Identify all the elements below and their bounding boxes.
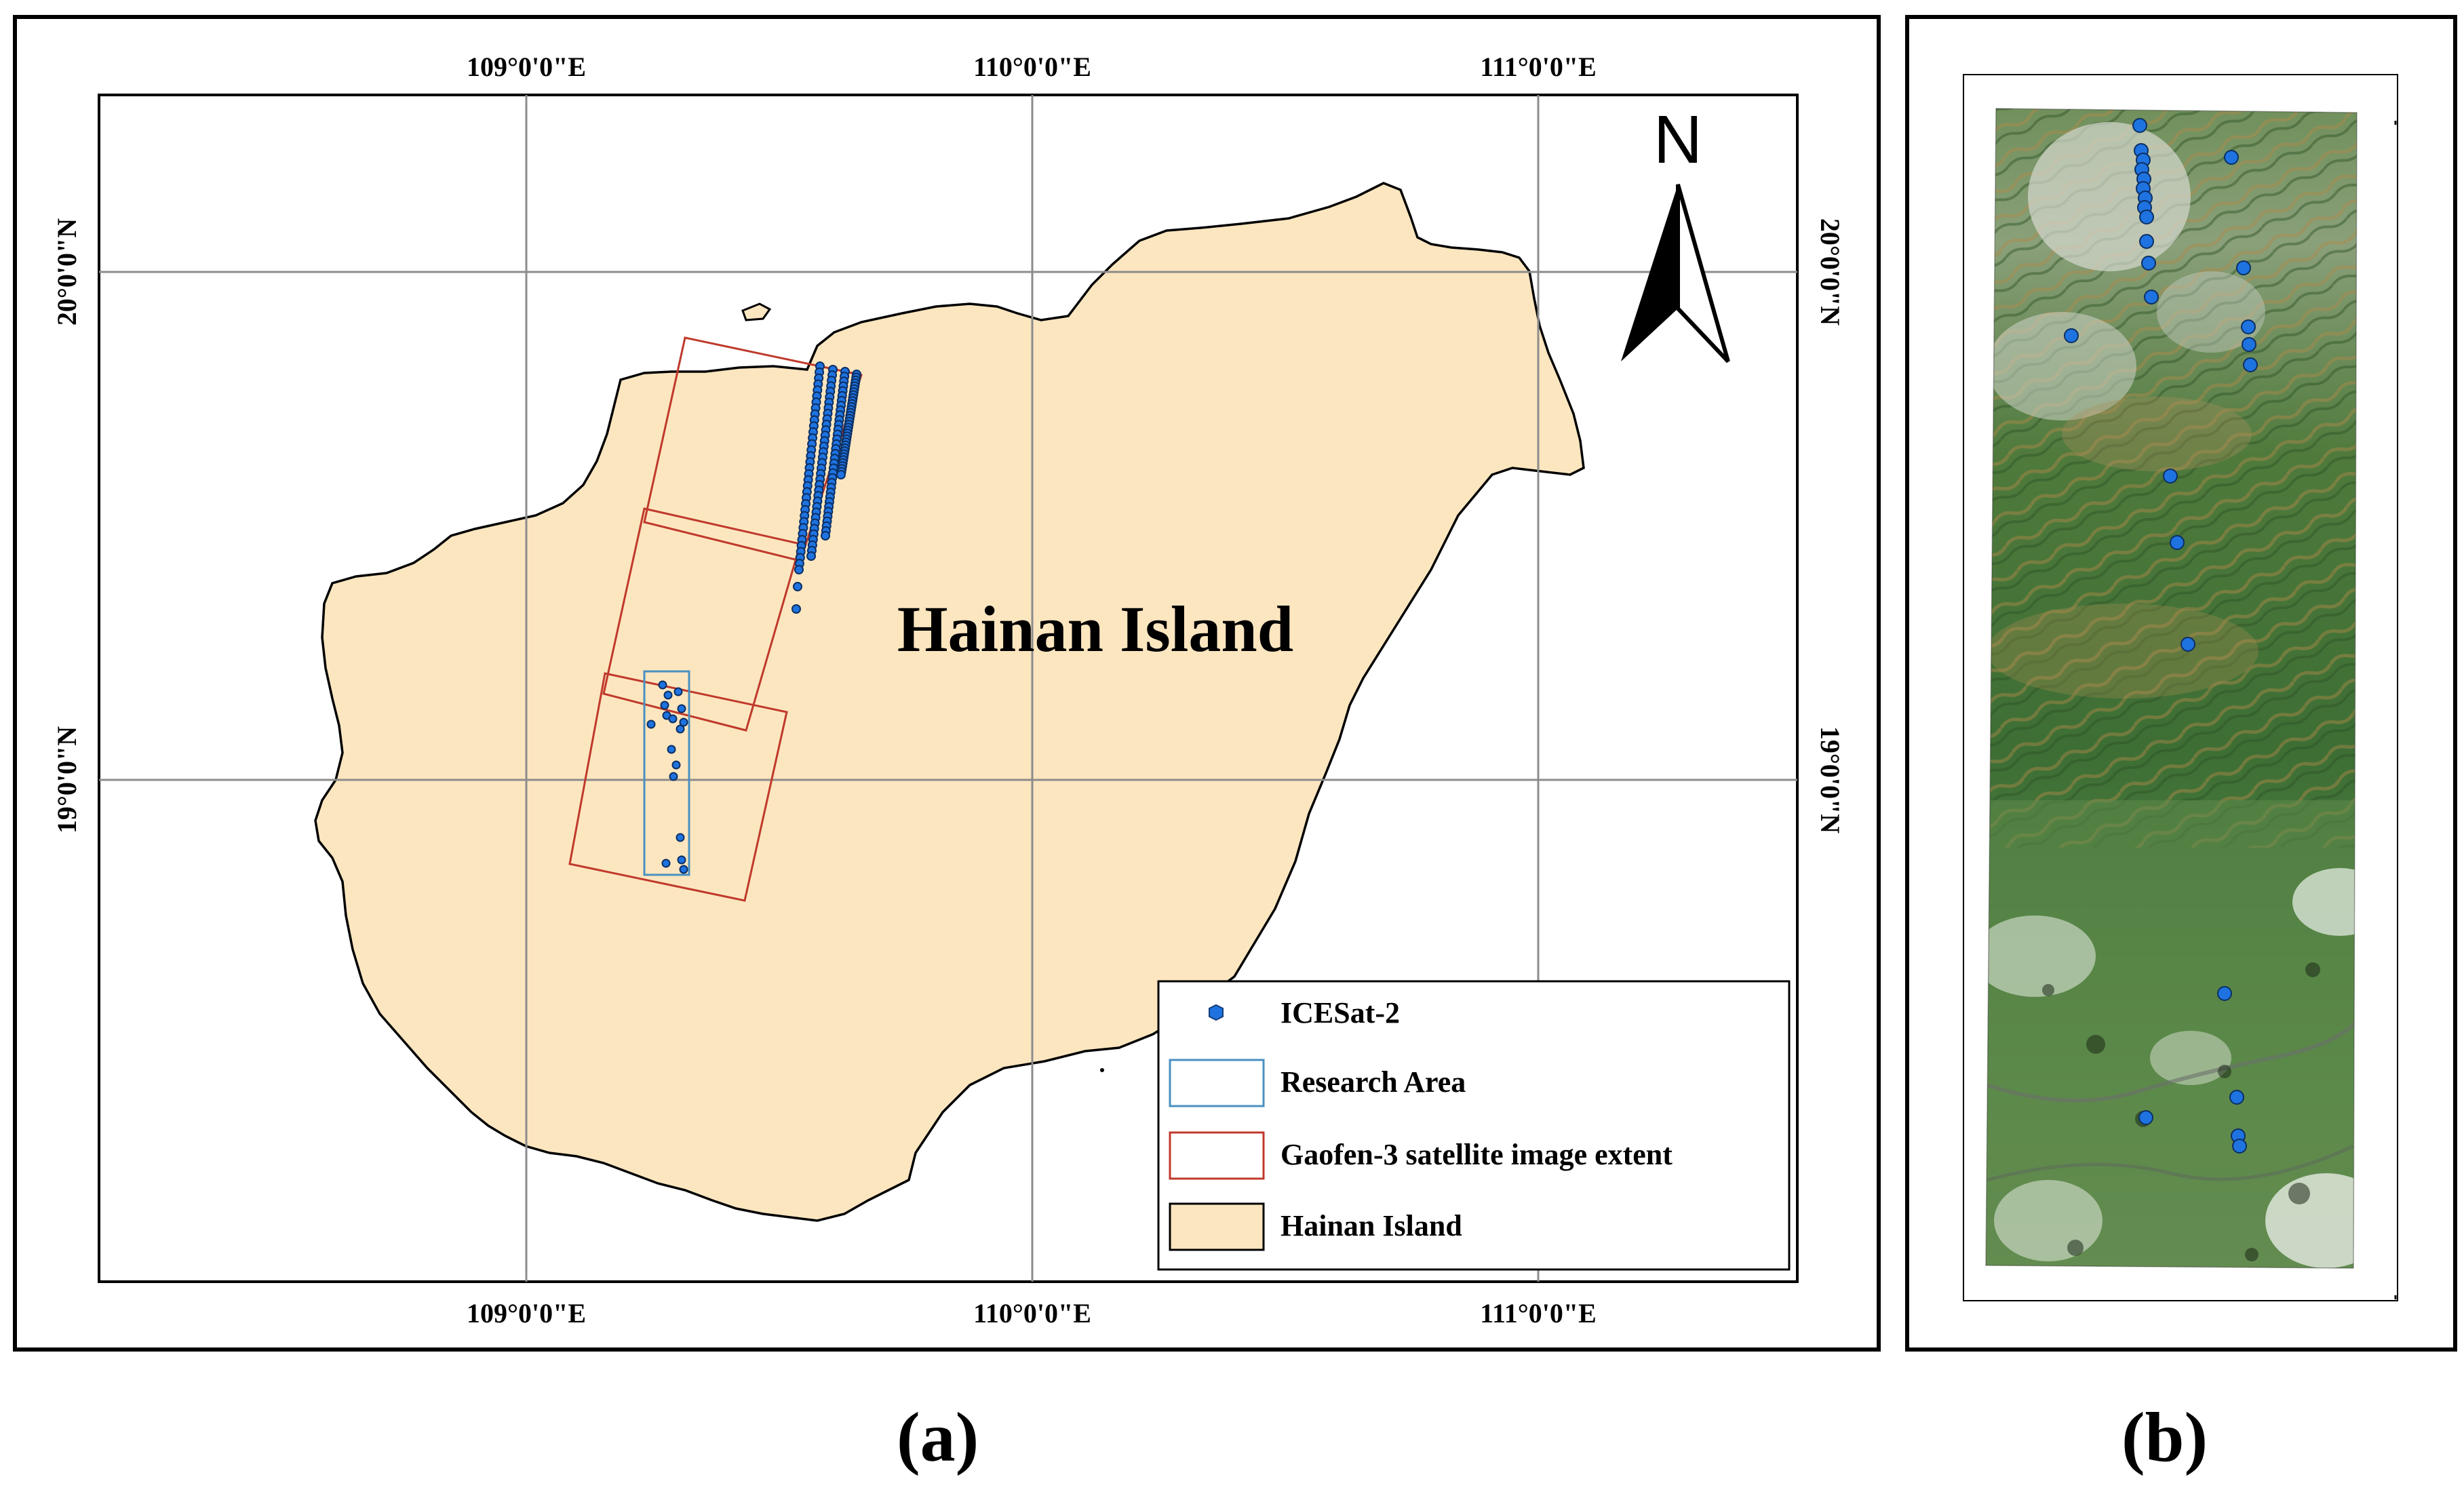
icesat-point — [676, 833, 685, 842]
icesat-point — [836, 470, 846, 479]
panel-a-label: (a) — [897, 1398, 979, 1476]
icesat-point — [658, 680, 667, 690]
icesat-point — [671, 760, 681, 770]
north-letter: N — [1654, 102, 1702, 178]
longitude-labels-bottom: 109°0'0"E 110°0'0"E 111°0'0"E — [467, 1298, 1597, 1328]
lon-label-top-110: 110°0'0"E — [973, 52, 1091, 82]
lon-label-top-109: 109°0'0"E — [467, 52, 586, 82]
icesat-points-panel-b — [2064, 118, 2258, 1154]
north-arrow: N — [1621, 102, 1730, 363]
icesat-point — [2243, 357, 2258, 372]
satellite-patch — [2062, 397, 2252, 471]
legend: ICESat-2 Research Area Gaofen-3 satellit… — [1157, 980, 1791, 1271]
icesat-point — [2236, 260, 2251, 275]
lon-label-bottom-111: 111°0'0"E — [1480, 1298, 1597, 1328]
icesat-point — [669, 772, 678, 781]
legend-research-area-symbol — [1169, 1059, 1265, 1107]
icesat-point — [673, 687, 683, 696]
legend-icesat-symbol — [1209, 1004, 1224, 1021]
icesat-point — [676, 724, 685, 734]
legend-island-symbol — [1169, 1202, 1265, 1251]
latitude-labels-left: 20°0'0"N 19°0'0"N — [52, 218, 82, 833]
icesat-point — [677, 855, 686, 865]
gaofen-extent-2 — [602, 507, 802, 732]
icesat-point — [2181, 637, 2195, 652]
legend-island-label: Hainan Island — [1280, 1209, 1462, 1242]
satellite-image — [1986, 109, 2357, 1268]
satellite-patch — [1987, 604, 2258, 698]
icesat-point — [791, 604, 801, 614]
icesat-point — [660, 701, 669, 710]
icesat-point — [2241, 319, 2256, 334]
lat-label-right-19: 19°0'0"N — [1815, 726, 1845, 833]
icesat-point — [821, 531, 830, 540]
icesat-point — [793, 582, 802, 591]
lat-label-left-20: 20°0'0"N — [52, 218, 82, 326]
icesat-point — [677, 704, 686, 713]
icesat-point — [663, 690, 673, 700]
satellite-river — [1987, 1016, 2357, 1103]
map-body: Hainan Island — [99, 95, 1797, 1282]
icesat-point — [2064, 328, 2079, 343]
icesat-point — [2139, 234, 2154, 249]
icesat-point — [2242, 337, 2256, 352]
lon-label-top-111: 111°0'0"E — [1480, 52, 1597, 82]
islet-shape — [741, 302, 772, 321]
longitude-labels-top: 109°0'0"E 110°0'0"E 111°0'0"E — [467, 52, 1597, 82]
icesat-point — [794, 565, 804, 574]
satellite-river — [1987, 1144, 2355, 1182]
icesat-point — [679, 717, 688, 727]
north-arrow-left-half — [1621, 184, 1678, 361]
icesat-point — [2224, 150, 2239, 165]
satellite-patch — [2028, 122, 2191, 271]
latitude-labels-right: 20°0'0"N 19°0'0"N — [1815, 218, 1845, 833]
icesat-point — [667, 745, 676, 754]
research-area-box — [643, 670, 690, 876]
panel-b-label: (b) — [2121, 1398, 2208, 1476]
legend-gaofen-symbol — [1169, 1131, 1265, 1180]
icesat-point — [2144, 290, 2159, 304]
icesat-point — [2232, 1139, 2247, 1154]
icesat-point — [806, 551, 816, 561]
satellite-image-border — [1985, 108, 2358, 1269]
satellite-speckles — [2042, 962, 2320, 1261]
icesat-points-panel-a — [646, 361, 861, 874]
icesat-point — [2229, 1090, 2244, 1105]
north-arrow-right-half — [1676, 184, 1730, 363]
satellite-cloud — [1986, 916, 2096, 997]
icesat-point — [668, 714, 678, 724]
gaofen-extent-3 — [568, 672, 788, 902]
satellite-patch — [1987, 312, 2136, 420]
lat-label-right-20: 20°0'0"N — [1815, 218, 1845, 326]
map-dot — [1100, 1068, 1104, 1072]
icesat-point — [2217, 986, 2232, 1001]
lat-label-left-19: 19°0'0"N — [52, 726, 82, 833]
icesat-point — [661, 859, 671, 868]
icesat-point — [2139, 210, 2154, 224]
hainan-island-shape — [314, 182, 1585, 1222]
icesat-point — [2170, 535, 2185, 550]
island-label: Hainan Island — [897, 593, 1293, 665]
icesat-point — [679, 865, 688, 874]
satellite-patch — [2157, 271, 2265, 353]
icesat-point — [2138, 1110, 2153, 1125]
legend-gaofen-label: Gaofen-3 satellite image extent — [1280, 1138, 1673, 1171]
icesat-point — [2132, 118, 2147, 133]
lon-label-bottom-110: 110°0'0"E — [973, 1298, 1091, 1328]
legend-icesat-label: ICESat-2 — [1280, 996, 1400, 1029]
icesat-point — [646, 720, 656, 729]
satellite-cloud — [2292, 868, 2357, 936]
icesat-point — [2141, 256, 2156, 271]
satellite-cloud — [1994, 1180, 2103, 1261]
legend-research-area-label: Research Area — [1280, 1065, 1466, 1099]
lon-label-bottom-109: 109°0'0"E — [467, 1298, 586, 1328]
icesat-point — [2163, 469, 2178, 484]
